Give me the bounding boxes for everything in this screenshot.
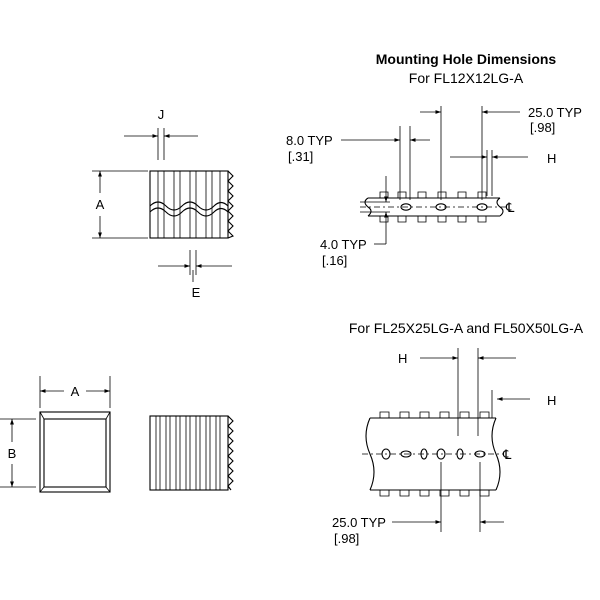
label-8-typ-in: [.31] — [288, 149, 313, 164]
label-A-side: A — [96, 197, 105, 212]
dimension-E — [158, 250, 232, 282]
label-4-typ-in: [.16] — [322, 253, 347, 268]
dimension-H-horizontal — [420, 348, 516, 436]
label-A-front: A — [71, 384, 80, 399]
dimension-B — [0, 418, 36, 488]
dimension-J — [124, 128, 198, 160]
label-J: J — [158, 107, 165, 122]
dimension-A-side — [92, 170, 148, 239]
label-25-typ-large: 25.0 TYP — [332, 515, 386, 530]
label-25-typ-large-in: [.98] — [334, 531, 359, 546]
mounting-strip-small — [360, 191, 508, 223]
dimension-A-front — [39, 376, 111, 408]
dimension-H-small — [450, 150, 528, 196]
dimension-H-vertical — [491, 390, 530, 418]
dimension-25-typ-large — [392, 462, 504, 532]
dimension-8-typ — [341, 126, 430, 200]
label-B: B — [8, 446, 17, 461]
centerline-symbol-large: ℄ — [502, 447, 512, 462]
side-view-small — [149, 170, 234, 239]
label-H-horizontal: H — [398, 351, 407, 366]
label-25-typ-small: 25.0 TYP — [528, 105, 582, 120]
subtitle-fl12: For FL12X12LG-A — [409, 70, 524, 86]
subtitle-fl25-fl50: For FL25X25LG-A and FL50X50LG-A — [349, 320, 584, 336]
front-view — [39, 411, 111, 493]
dimension-25-typ-small — [420, 106, 520, 200]
label-4-typ: 4.0 TYP — [320, 237, 367, 252]
label-H-vertical: H — [547, 393, 556, 408]
label-H-small: H — [547, 151, 556, 166]
label-25-typ-small-in: [.98] — [530, 120, 555, 135]
dimension-4-typ — [360, 176, 390, 245]
label-E: E — [192, 285, 201, 300]
mounting-strip-large — [362, 411, 504, 497]
side-view-large — [149, 415, 234, 491]
centerline-symbol-small: ℄ — [505, 200, 515, 215]
label-8-typ: 8.0 TYP — [286, 133, 333, 148]
title-mounting-hole: Mounting Hole Dimensions — [376, 51, 557, 67]
